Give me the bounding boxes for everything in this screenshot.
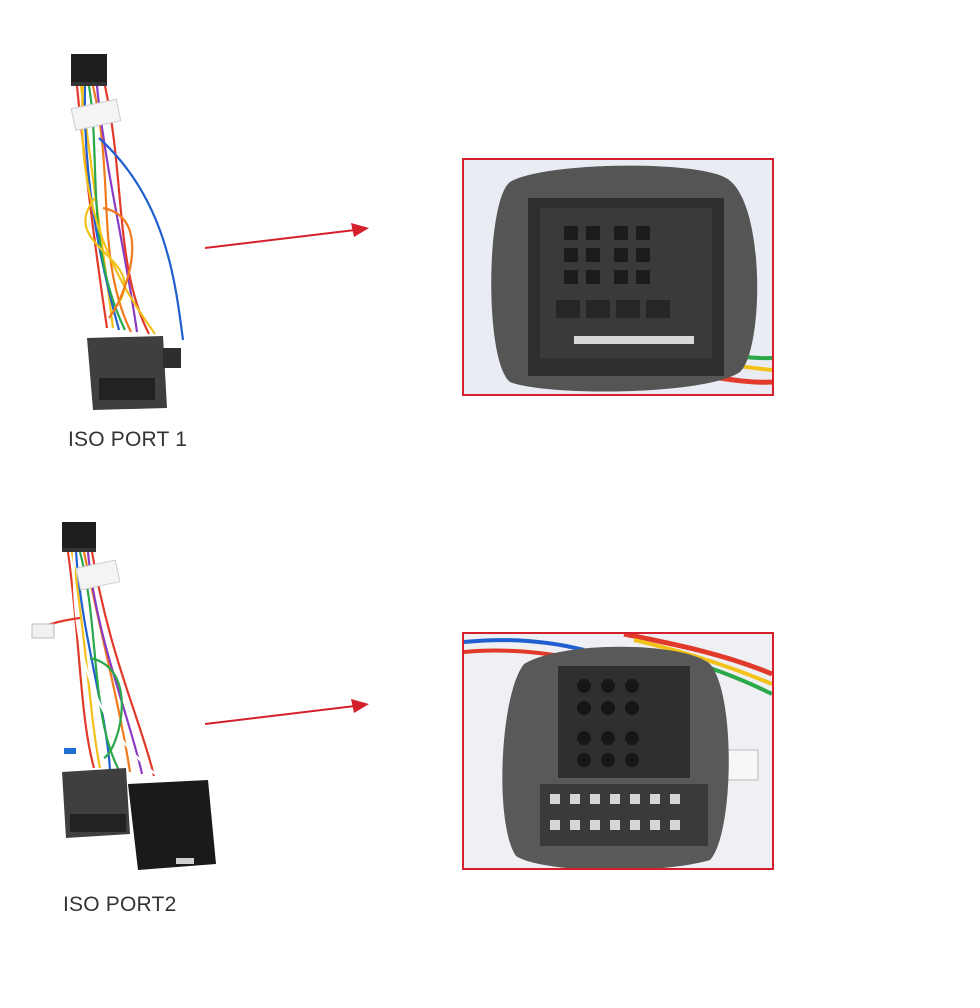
- pointer-arrow-2: [205, 698, 375, 730]
- pointer-arrow-1: [205, 222, 375, 254]
- harness-photo-1: [55, 48, 215, 418]
- port-2-label: ISO PORT2: [63, 893, 177, 916]
- connector-closeup-2: [462, 632, 774, 870]
- port-1-label: ISO PORT 1: [68, 428, 188, 451]
- connector-closeup-1: [462, 158, 774, 396]
- harness-photo-2: [30, 518, 230, 878]
